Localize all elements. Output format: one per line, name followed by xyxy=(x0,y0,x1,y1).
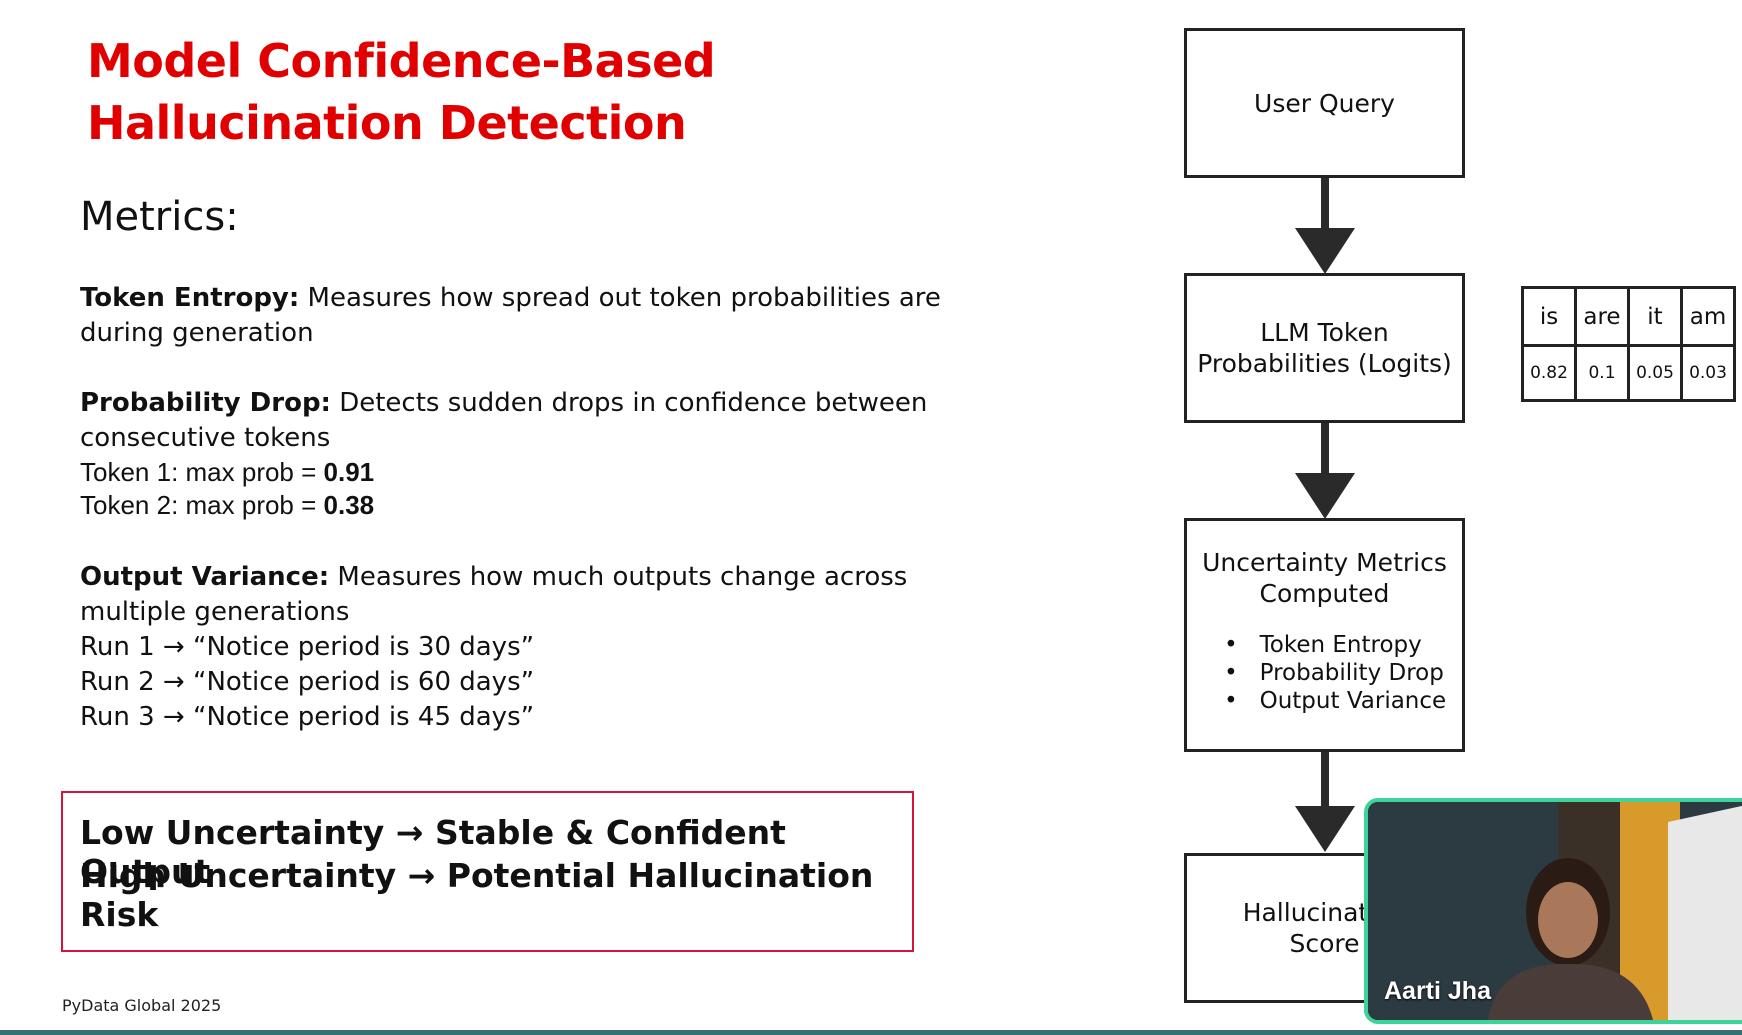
user-query-label: User Query xyxy=(1254,88,1395,118)
metrics-bullet: • Probability Drop xyxy=(1224,660,1444,686)
prob-cell: 0.1 xyxy=(1574,344,1630,402)
metrics-box-label-1: Uncertainty Metrics xyxy=(1202,548,1447,577)
output-variance-term: Output Variance: xyxy=(80,562,330,592)
token-1-example: Token 1: max prob = 0.91 xyxy=(80,456,960,489)
token-probability-table: is are it am 0.82 0.1 0.05 0.03 xyxy=(1521,286,1736,402)
token-1-value: 0.91 xyxy=(323,457,375,487)
prob-row: 0.82 0.1 0.05 0.03 xyxy=(1521,344,1736,402)
score-label-2: Score xyxy=(1289,929,1360,958)
token-2-example: Token 2: max prob = 0.38 xyxy=(80,489,960,522)
arrow-3-head xyxy=(1295,806,1355,852)
token-1-label: Token 1: max prob = xyxy=(80,457,324,487)
uncertainty-metrics-box: Uncertainty Metrics Computed • Token Ent… xyxy=(1184,518,1465,752)
token-entropy-term: Token Entropy: xyxy=(80,283,300,313)
metrics-box-label-2: Computed xyxy=(1259,579,1390,608)
metrics-bullet-list: • Token Entropy • Probability Drop • Out… xyxy=(1202,631,1447,715)
token-entropy-desc-2: during generation xyxy=(80,318,314,348)
bullet-text-3: Output Variance xyxy=(1259,688,1447,714)
token-entropy-block: Token Entropy: Measures how spread out t… xyxy=(80,281,960,351)
metrics-bullet: • Output Variance xyxy=(1224,688,1447,714)
prob-cell: 0.03 xyxy=(1680,344,1736,402)
token-2-value: 0.38 xyxy=(323,490,375,520)
uncertainty-callout: Low Uncertainty → Stable & Confident Out… xyxy=(61,791,914,952)
token-cell: is xyxy=(1521,286,1577,347)
logits-box: LLM Token Probabilities (Logits) xyxy=(1184,273,1465,423)
token-cell: are xyxy=(1574,286,1630,347)
participant-video-tile[interactable]: Aarti Jha xyxy=(1364,798,1742,1024)
probability-drop-block: Probability Drop: Detects sudden drops i… xyxy=(80,386,960,522)
metrics-heading: Metrics: xyxy=(80,194,239,240)
token-cell: it xyxy=(1627,286,1683,347)
prob-cell: 0.05 xyxy=(1627,344,1683,402)
token-cell: am xyxy=(1680,286,1736,347)
slide-title: Model Confidence-Based Hallucination Det… xyxy=(87,30,716,154)
arrow-1-shaft xyxy=(1321,178,1329,230)
token-entropy-desc: Measures how spread out token probabilit… xyxy=(299,283,941,313)
run-1: Run 1 → “Notice period is 30 days” xyxy=(80,632,535,662)
output-variance-desc-2: multiple generations xyxy=(80,597,350,627)
bullet-text-1: Token Entropy xyxy=(1259,632,1422,658)
arrow-1-head xyxy=(1295,228,1355,274)
logits-label-1: LLM Token xyxy=(1260,318,1389,347)
video-feed-image xyxy=(1368,802,1742,1020)
probability-drop-desc-2: consecutive tokens xyxy=(80,423,331,453)
callout-high: High Uncertainty → Potential Hallucinati… xyxy=(80,856,874,934)
output-variance-block: Output Variance: Measures how much outpu… xyxy=(80,560,960,735)
user-query-box: User Query xyxy=(1184,28,1465,178)
bottom-strip xyxy=(0,1030,1742,1035)
run-3: Run 3 → “Notice period is 45 days” xyxy=(80,702,535,732)
output-variance-desc: Measures how much outputs change across xyxy=(329,562,908,592)
probability-drop-term: Probability Drop: xyxy=(80,388,331,418)
arrow-2-head xyxy=(1295,473,1355,519)
footer: PyData Global 2025 xyxy=(62,996,222,1015)
token-row: is are it am xyxy=(1521,286,1736,347)
arrow-3-shaft xyxy=(1321,752,1329,808)
bullet-text-2: Probability Drop xyxy=(1259,660,1444,686)
title-line-1: Model Confidence-Based xyxy=(87,34,716,88)
logits-label-2: Probabilities (Logits) xyxy=(1197,349,1452,378)
token-2-label: Token 2: max prob = xyxy=(80,490,324,520)
arrow-2-shaft xyxy=(1321,423,1329,475)
callout-low: Low Uncertainty → Stable & Confident Out… xyxy=(80,813,786,891)
run-2: Run 2 → “Notice period is 60 days” xyxy=(80,667,535,697)
metrics-bullet: • Token Entropy xyxy=(1224,632,1422,658)
title-line-2: Hallucination Detection xyxy=(87,96,687,150)
probability-drop-desc: Detects sudden drops in confidence betwe… xyxy=(330,388,928,418)
participant-name: Aarti Jha xyxy=(1384,977,1491,1005)
prob-cell: 0.82 xyxy=(1521,344,1577,402)
